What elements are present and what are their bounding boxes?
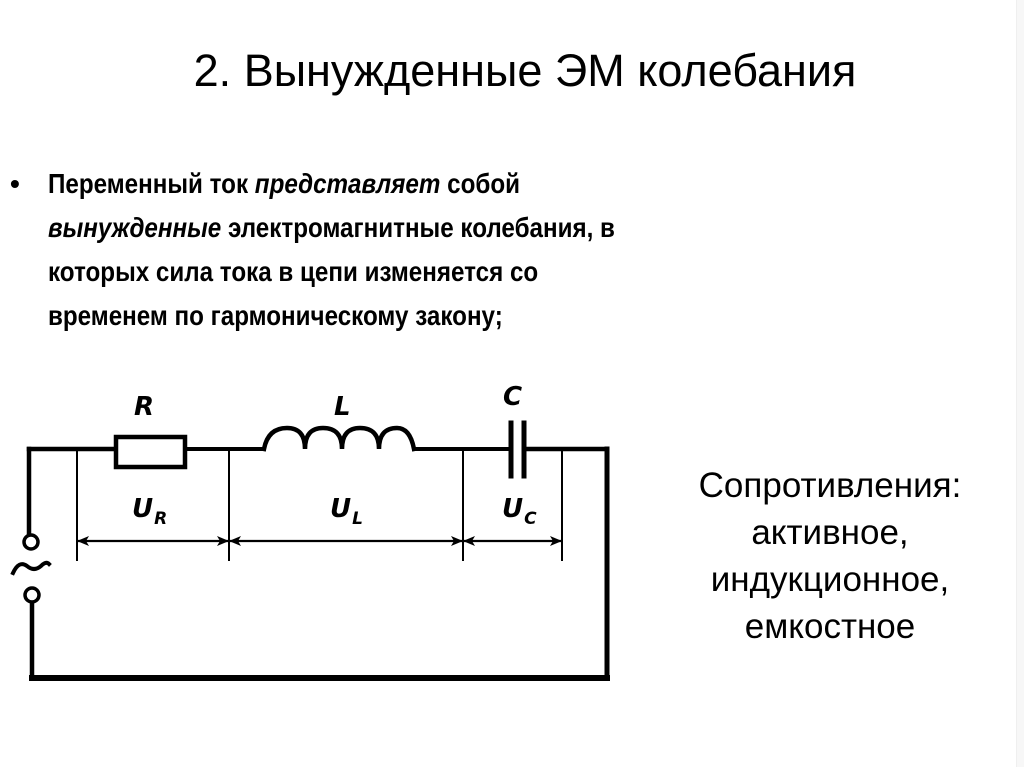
voltage-subscript: R (154, 509, 168, 529)
bullet-line-2: вынужденные электромагнитные колебания, … (48, 206, 787, 250)
resistance-inductive: индукционное, (710, 560, 950, 599)
source-terminal-top (22, 533, 40, 551)
rlc-circuit-diagram: R L C UR UL UC (0, 370, 640, 700)
voltage-subscript: L (352, 509, 363, 529)
source-terminal-bottom (23, 586, 41, 604)
resistor-label: R (134, 392, 155, 422)
slide-edge (1016, 0, 1024, 767)
resistance-capacitive: емкостное (744, 607, 916, 646)
text-run: собой (440, 168, 521, 199)
inductor-label: L (334, 392, 351, 422)
voltage-subscript: C (524, 509, 537, 529)
italic-run: вынужденные (48, 212, 222, 243)
resistance-active: активное, (751, 513, 909, 552)
text-run: электромагнитные колебания, в (221, 212, 615, 243)
italic-run: представляет (254, 168, 441, 199)
voltage-symbol: U (132, 494, 154, 524)
voltage-symbol: U (502, 494, 524, 524)
bullet-text: Переменный ток представляет собой вынужд… (48, 162, 787, 338)
bullet-line-3: которых сила тока в цепи изменяется со (48, 256, 539, 287)
bullet-marker: • (10, 168, 20, 199)
voltage-label-ur: UR (132, 494, 167, 534)
resistances-list: Сопротивления: активное, индукционное, е… (650, 462, 1010, 650)
voltage-label-ul: UL (330, 494, 363, 534)
resistor-symbol (113, 434, 188, 470)
circuit-svg (10, 420, 610, 681)
capacitor-label: C (503, 382, 523, 412)
resistances-heading: Сопротивления: (698, 466, 962, 505)
voltage-label-uc: UC (502, 494, 537, 534)
slide-title: 2. Вынужденные ЭМ колебания (193, 45, 857, 96)
bullet-line-1: Переменный ток представляет собой (48, 162, 787, 206)
text-run: Переменный ток (48, 168, 255, 199)
voltage-symbol: U (330, 494, 352, 524)
ac-source-icon (10, 560, 52, 576)
inductor-symbol (261, 425, 417, 452)
bullet-line-4: временем по гармоническому закону; (48, 300, 503, 331)
